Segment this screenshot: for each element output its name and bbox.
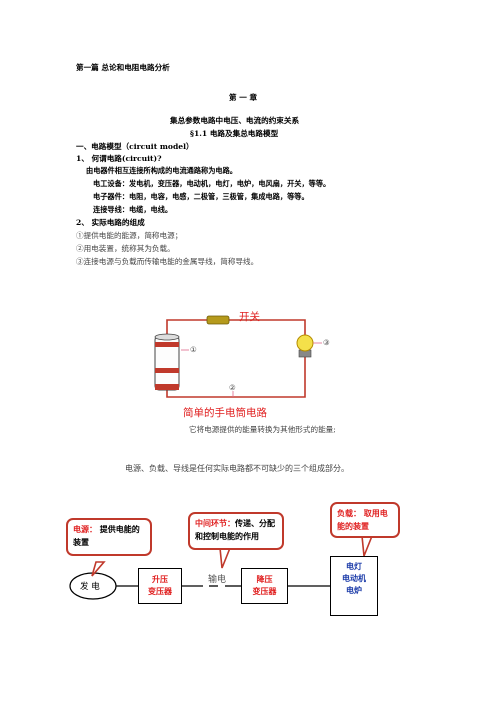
heading-circuit-model: 一、电路模型（circuit model） [76,142,194,151]
question-what-is-circuit: 1、 何谓电路(circuit)? [76,154,162,163]
list-item-wire: ③连接电源与负载而传输电能的金属导线，简称导线。 [76,257,259,266]
callout-middle: 中间环节：传递、分配和控制电能的作用 [188,512,284,550]
switch-label: 开关 [239,311,260,323]
marker-2: ② [229,383,236,392]
generator-label: 发 电 [80,582,100,592]
list-item-load: ②用电装置，统称其为负载。 [76,244,175,253]
marker-3: ③ [323,338,330,347]
electronic-devices: 电子器件：电阻，电容，电感，二极管，三极管，集成电路，等等。 [93,192,309,201]
transmission-label: 输电 [208,575,227,585]
callout-middle-prefix: 中间环节： [195,519,235,528]
summary-sentence: 电源、负载、导线是任何实际电路都不可缺少的三个组成部分。 [125,464,349,473]
wire-top [166,319,306,338]
marker-1: ① [190,345,197,354]
switch-icon [206,315,230,325]
callout-source-text: 提供电能的装置 [73,525,140,547]
callout-source-prefix: 电源： [73,525,97,534]
electrical-equipment: 电工设备：发电机，变压器，电动机，电灯，电炉，电风扇，开关，等等。 [93,179,331,188]
bulb-icon [296,334,314,358]
part-title: 第一篇 总论和电阻电路分析 [76,63,170,72]
chapter-title: 集总参数电路中电压、电流的约束关系 [170,116,300,125]
list-item-source: ①提供电能的能源，简称电源； [76,231,183,240]
circuit-definition: 由电器件相互连接所构成的电流通路称为电路。 [86,166,237,175]
figure-caption: 简单的手电筒电路 [183,407,267,419]
step-up-transformer: 升压变压器 [138,568,182,604]
figure-note: 它将电源提供的能量转换为其他形式的能量; [189,425,336,434]
connecting-wires: 连接导线：电缆，电线。 [93,205,173,214]
step-down-transformer: 降压变压器 [241,568,288,604]
callout-source: 电源： 提供电能的装置 [66,518,152,556]
load-devices: 电灯电动机电炉 [330,556,378,616]
callout-middle-text: 传递、分配和控制电能的作用 [195,519,275,541]
heading-composition: 2、 实际电路的组成 [76,218,145,227]
section-title: §1.1 电路及集总电路模型 [190,129,279,138]
chapter-number: 第 一 章 [229,93,258,102]
callout-load-prefix: 负载： [337,509,361,518]
battery-icon [154,333,180,391]
wire-bottom [166,356,306,398]
callout-load: 负载： 取用电能的装置 [330,502,400,538]
callout-load-text: 取用电能的装置 [337,509,388,531]
